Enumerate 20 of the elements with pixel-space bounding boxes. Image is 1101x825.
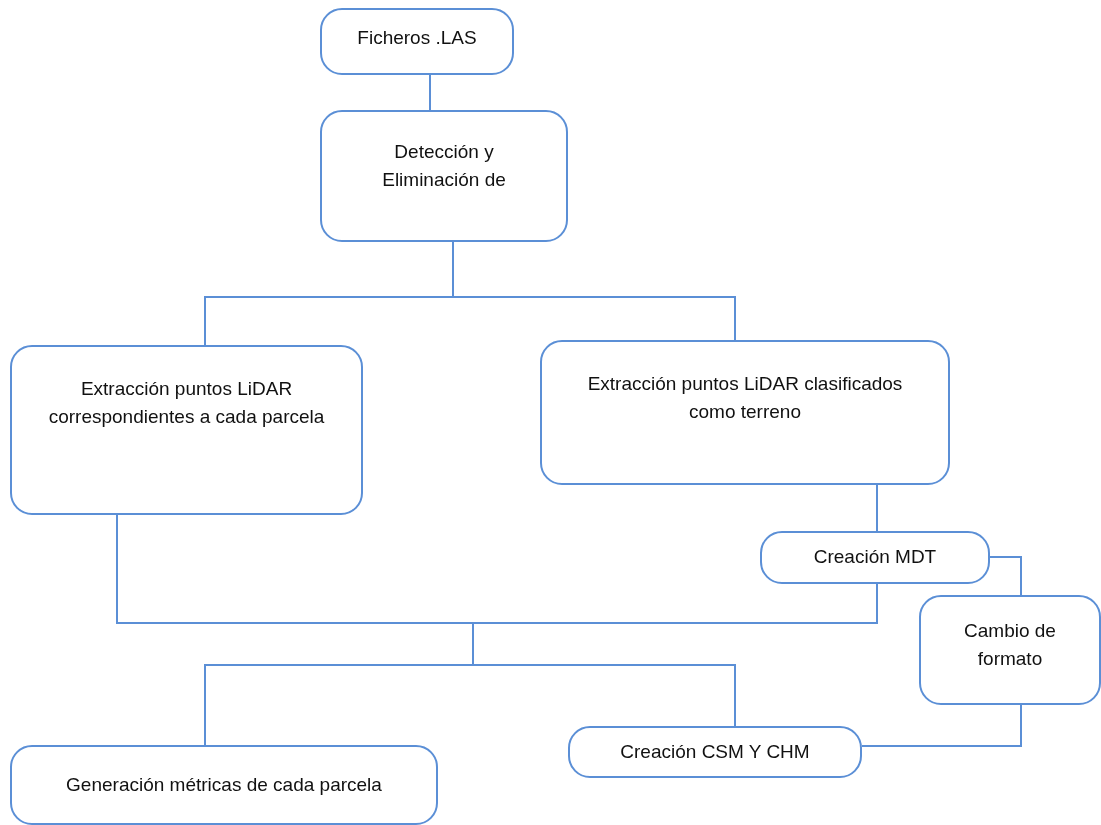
process-box	[568, 726, 862, 778]
process-box	[540, 340, 950, 485]
box-label: Extracción puntos LiDAR correspondientes a cada parcela	[47, 377, 326, 429]
process-box	[919, 595, 1101, 705]
process-box	[10, 745, 438, 825]
box-label: Creación MDT	[813, 545, 937, 569]
connector-line	[989, 556, 1022, 596]
process-box	[10, 345, 363, 515]
box-label: Ficheros .LAS	[357, 26, 477, 50]
connector-line	[876, 484, 878, 532]
box-label: Extracción puntos LiDAR clasificados como terreno	[586, 372, 904, 424]
process-box	[320, 110, 568, 242]
box-label: Cambio de formato	[963, 619, 1057, 671]
process-box	[320, 8, 514, 75]
box-label: Detección y Eliminación de	[381, 140, 507, 192]
connector-line	[861, 704, 1022, 747]
process-box	[760, 531, 990, 584]
box-label: Generación métricas de cada parcela	[66, 773, 382, 797]
box-label: Creación CSM Y CHM	[620, 740, 810, 764]
connector-line	[429, 74, 431, 111]
